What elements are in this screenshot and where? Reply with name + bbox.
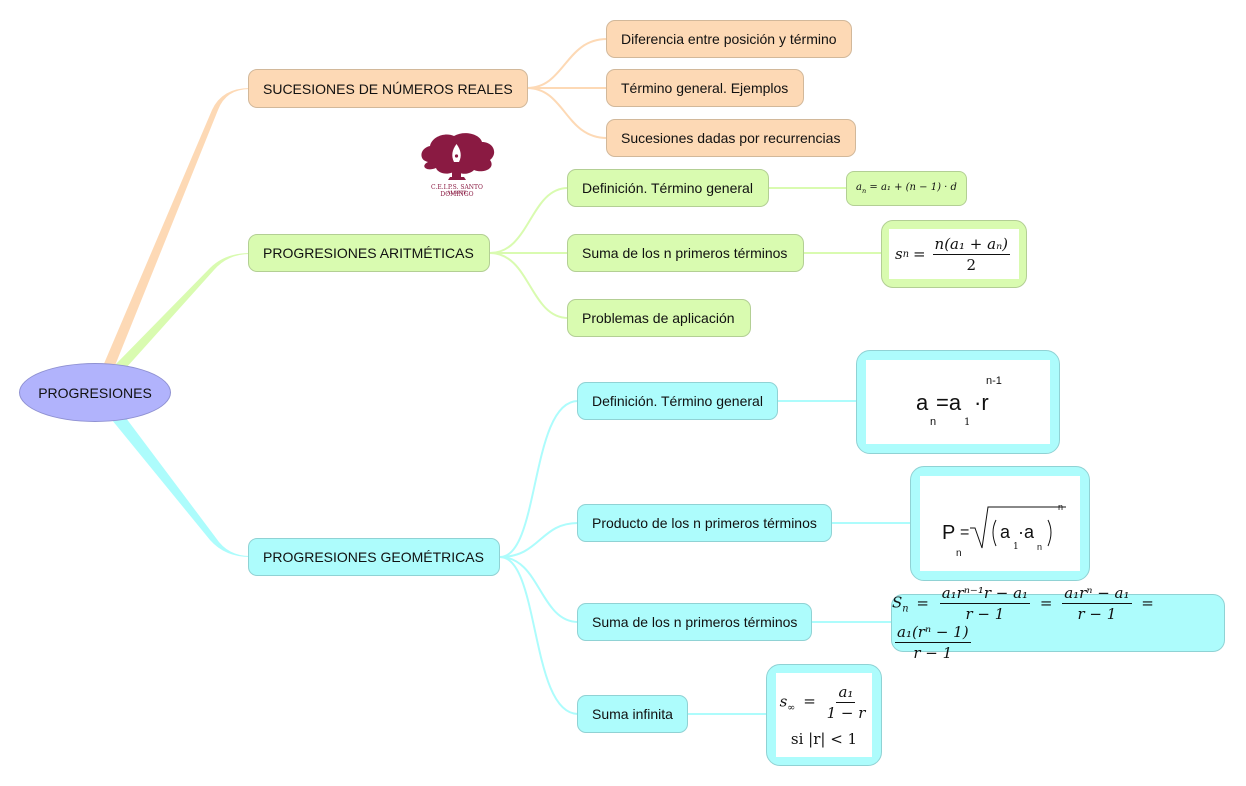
node-geom-suma-infinita[interactable]: Suma infinita — [577, 695, 688, 733]
node-geom-definicion[interactable]: Definición. Término general — [577, 382, 778, 420]
node-label: Producto de los n primeros términos — [592, 515, 817, 531]
node-diferencia-posicion-termino[interactable]: Diferencia entre posición y término — [606, 20, 852, 58]
formula-arit-termino-general: an = a₁ + (n − 1) · d — [846, 171, 967, 206]
sqrt-icon — [970, 506, 1066, 549]
link-aritmeticas-3 — [489, 252, 569, 319]
root-node[interactable]: PROGRESIONES — [19, 363, 171, 422]
node-arit-suma[interactable]: Suma de los n primeros términos — [567, 234, 804, 272]
node-label: Definición. Término general — [592, 393, 763, 409]
link-root-sucesiones — [103, 88, 250, 368]
node-arit-definicion[interactable]: Definición. Término general — [567, 169, 769, 207]
node-termino-general-ejemplos[interactable]: Término general. Ejemplos — [606, 69, 804, 107]
formula-text: a — [1000, 522, 1011, 542]
formula-sup: n — [1058, 502, 1064, 512]
formula-text: ·r — [974, 390, 989, 415]
formula-text: = — [960, 524, 970, 541]
logo-town: ALGETE — [447, 191, 467, 196]
formula-sub: n — [902, 603, 909, 615]
link-sucesiones-3 — [526, 87, 608, 139]
node-geom-producto[interactable]: Producto de los n primeros términos — [577, 504, 832, 542]
node-sucesiones-recurrencias[interactable]: Sucesiones dadas por recurrencias — [606, 119, 856, 157]
formula-text: = a₁ + (n − 1) · d — [869, 182, 957, 193]
formula-text: ·a — [1018, 522, 1035, 542]
node-label: Diferencia entre posición y término — [621, 31, 837, 47]
link-geometricas-2 — [499, 522, 579, 558]
formula-text: a — [856, 182, 863, 193]
formula-sub: 1 — [964, 417, 971, 428]
school-logo: C.E.I.P.S. SANTO DOMINGO ALGETE — [414, 132, 500, 200]
formula-geom-termino-general: a n =a 1 ·r n-1 — [856, 350, 1060, 454]
node-label: Término general. Ejemplos — [621, 80, 789, 96]
link-geometricas-4 — [499, 556, 579, 715]
node-arit-problemas[interactable]: Problemas de aplicación — [567, 299, 751, 337]
node-geom-suma[interactable]: Suma de los n primeros términos — [577, 603, 812, 641]
formula-numerator: a₁rⁿ − a₁ — [1062, 584, 1132, 604]
link-root-aritmeticas — [115, 253, 250, 368]
formula-sub: ∞ — [787, 702, 796, 713]
branch-geometricas-label: PROGRESIONES GEOMÉTRICAS — [263, 549, 484, 565]
formula-sub: n — [930, 416, 937, 428]
formula-text: s — [894, 245, 903, 263]
formula-sub: n — [902, 248, 909, 260]
branch-aritmeticas[interactable]: PROGRESIONES ARITMÉTICAS — [248, 234, 490, 272]
node-label: Suma de los n primeros términos — [582, 245, 788, 261]
formula-numerator: a₁ — [836, 682, 856, 703]
node-label: Suma infinita — [592, 706, 673, 722]
formula-denominator: 2 — [966, 255, 977, 274]
formula-denominator: r − 1 — [913, 644, 953, 662]
formula-denominator: r − 1 — [965, 605, 1005, 623]
formula-numerator: a₁(rⁿ − 1) — [895, 623, 971, 643]
tree-pen-icon — [421, 133, 495, 180]
formula-sub: n — [1037, 542, 1043, 552]
node-label: Definición. Término general — [582, 180, 753, 196]
formula-text: S — [892, 593, 903, 612]
branch-sucesiones[interactable]: SUCESIONES DE NÚMEROS REALES — [248, 69, 528, 108]
branch-geometricas[interactable]: PROGRESIONES GEOMÉTRICAS — [248, 538, 500, 576]
link-geometricas-1 — [499, 400, 579, 558]
formula-sup: n-1 — [986, 375, 1002, 387]
link-geometricas-3 — [499, 556, 579, 623]
formula-condition: si |r| < 1 — [790, 729, 858, 748]
node-label: Suma de los n primeros términos — [592, 614, 798, 630]
logo-school-name: C.E.I.P.S. SANTO DOMINGO — [431, 184, 483, 198]
formula-numerator: n(a₁ + aₙ) — [932, 234, 1010, 255]
formula-text: =a — [936, 390, 962, 415]
link-sucesiones-1 — [526, 38, 608, 89]
formula-sub: 1 — [1013, 542, 1019, 552]
formula-numerator: a₁rⁿ⁻¹r − a₁ — [939, 584, 1031, 604]
formula-sub: n — [862, 187, 867, 195]
node-label: Sucesiones dadas por recurrencias — [621, 130, 841, 146]
formula-denominator: 1 − r — [826, 703, 866, 722]
link-aritmeticas-1 — [489, 187, 569, 254]
node-label: Problemas de aplicación — [582, 310, 735, 326]
formula-denominator: r − 1 — [1077, 605, 1117, 623]
formula-geom-producto: P n = a 1 ·a n n — [910, 466, 1090, 581]
root-label: PROGRESIONES — [38, 384, 152, 401]
formula-sub: n — [956, 548, 962, 559]
formula-text: a — [916, 390, 929, 415]
branch-aritmeticas-label: PROGRESIONES ARITMÉTICAS — [263, 245, 474, 261]
formula-text: s — [779, 692, 788, 710]
formula-text: P — [942, 522, 956, 544]
branch-sucesiones-label: SUCESIONES DE NÚMEROS REALES — [263, 80, 513, 97]
link-root-geometricas — [112, 418, 250, 557]
